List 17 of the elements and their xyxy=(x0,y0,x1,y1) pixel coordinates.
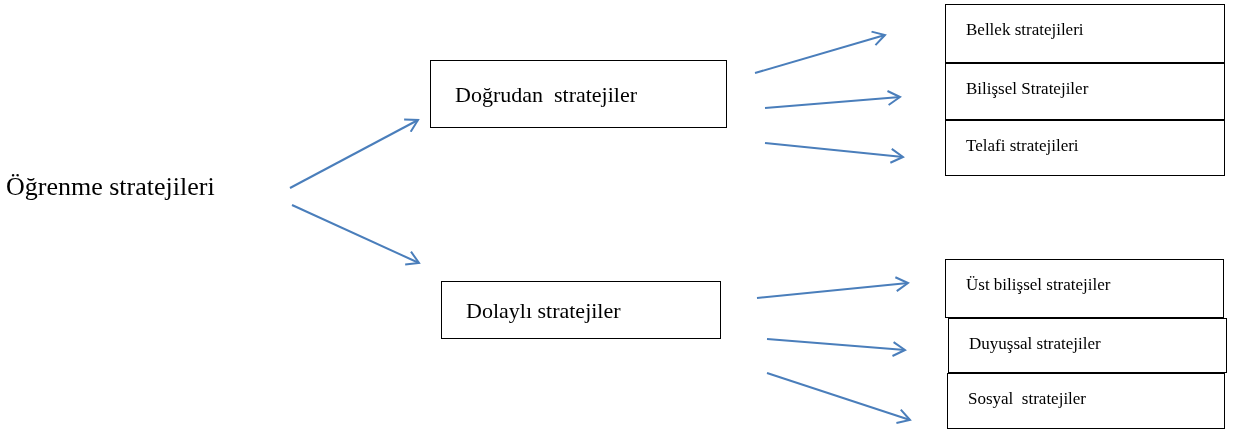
arrow xyxy=(766,372,911,424)
arrow xyxy=(764,142,904,164)
strategy-box: Sosyal stratejiler xyxy=(947,373,1225,429)
strategy-box: Üst bilişsel stratejiler xyxy=(945,259,1224,318)
arrow xyxy=(754,30,886,74)
strategy-box: Dolaylı stratejiler xyxy=(441,281,721,339)
arrow xyxy=(291,204,420,266)
arrow xyxy=(289,118,419,189)
arrow xyxy=(764,90,901,109)
strategy-box: Bellek stratejileri xyxy=(945,4,1225,63)
strategy-box: Bilişsel Stratejiler xyxy=(945,63,1225,120)
strategy-box: Telafi stratejileri xyxy=(945,120,1225,176)
arrow xyxy=(756,276,909,299)
arrow xyxy=(766,338,906,357)
root-label: Öğrenme stratejileri xyxy=(6,166,276,206)
strategy-box: Doğrudan stratejiler xyxy=(430,60,727,128)
strategy-box: Duyuşsal stratejiler xyxy=(948,318,1227,373)
